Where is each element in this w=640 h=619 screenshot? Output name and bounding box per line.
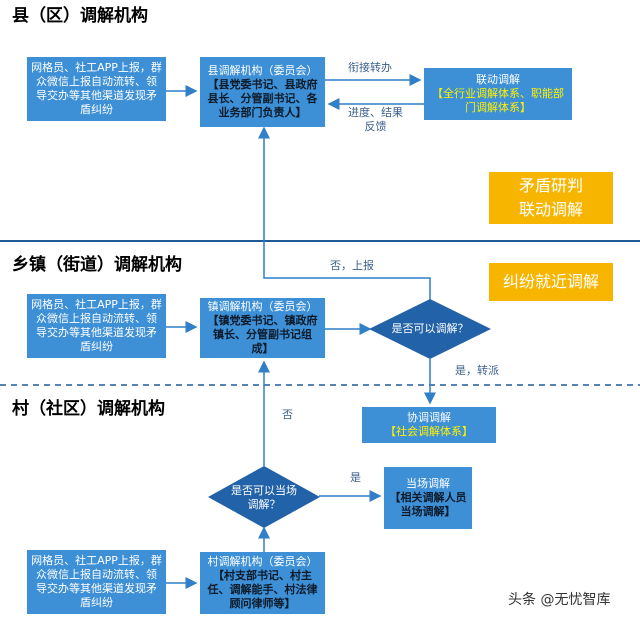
transfer-label: 衔接转办 bbox=[348, 61, 392, 74]
onsite-mediation-title: 当场调解 bbox=[406, 477, 450, 490]
analysis-badge-line: 矛盾研判 bbox=[518, 176, 583, 195]
village-source-line: 盾纠纷 bbox=[80, 596, 113, 609]
nearby-mediation-badge: 纠纷就近调解 bbox=[489, 263, 613, 301]
coordination-mediation-box[interactable]: 协调调解 【社会调解体系】 bbox=[362, 407, 496, 443]
village-source-box[interactable]: 网格员、社工APP上报，群 众微信上报自动流转、领 导交办等其他渠道发现矛 盾纠… bbox=[27, 550, 166, 614]
village-no-label: 否 bbox=[282, 408, 293, 421]
town-section-title: 乡镇（街道）调解机构 bbox=[12, 255, 182, 275]
town-source-line: 导交办等其他渠道发现矛 bbox=[36, 326, 157, 339]
town-mediation-member-line: 镇长、分管副书记组 bbox=[213, 328, 312, 341]
town-escalate-arrow bbox=[258, 126, 431, 300]
county-mediation-member-line: 【县党委书记、县政府 bbox=[207, 78, 318, 91]
village-section-title: 村（社区）调解机构 bbox=[12, 399, 165, 419]
town-mediation-title: 镇调解机构（委员会） bbox=[207, 300, 318, 313]
analysis-badge-line: 联动调解 bbox=[518, 200, 583, 219]
county-mediation-member-line: 县长、分管副书记、各 bbox=[207, 92, 318, 105]
village-source-line: 网格员、社工APP上报，群 bbox=[31, 554, 162, 567]
town-source-line: 盾纠纷 bbox=[80, 340, 113, 353]
village-mediation-box[interactable]: 村调解机构（委员会） 【村支部书记、村主 任、调解能手、村法律 顾问律师等】 bbox=[200, 552, 325, 614]
village-source-line: 导交办等其他渠道发现矛 bbox=[36, 582, 157, 595]
village-yes-label: 是 bbox=[350, 471, 361, 484]
village-decision-line: 调解？ bbox=[247, 498, 281, 511]
county-source-box[interactable]: 网格员、社工APP上报，群 众微信上报自动流转、领 导交办等其他渠道发现矛 盾纠… bbox=[27, 57, 166, 121]
town-source-box[interactable]: 网格员、社工APP上报，群 众微信上报自动流转、领 导交办等其他渠道发现矛 盾纠… bbox=[27, 294, 166, 358]
coordination-mediation-title: 协调调解 bbox=[407, 411, 451, 424]
joint-mediation-detail-line: 门调解体系】 bbox=[465, 101, 531, 114]
onsite-mediation-box[interactable]: 当场调解 【相关调解人员 当场调解】 bbox=[384, 467, 472, 529]
analysis-badge: 矛盾研判 联动调解 bbox=[489, 172, 613, 224]
town-source-line: 网格员、社工APP上报，群 bbox=[31, 298, 162, 311]
county-mediation-box[interactable]: 县调解机构（委员会） 【县党委书记、县政府 县长、分管副书记、各 业务部门负责人… bbox=[200, 57, 325, 127]
county-source-line: 众微信上报自动流转、领 bbox=[36, 75, 157, 88]
village-mediation-member-line: 任、调解能手、村法律 bbox=[207, 583, 318, 596]
joint-mediation-title: 联动调解 bbox=[476, 73, 520, 86]
assign-label: 是，转派 bbox=[455, 364, 499, 377]
coordination-mediation-detail: 【社会调解体系】 bbox=[385, 425, 473, 438]
village-mediation-member-line: 顾问律师等】 bbox=[229, 597, 296, 610]
joint-mediation-box[interactable]: 联动调解 【全行业调解体系、职能部 门调解体系】 bbox=[424, 68, 572, 120]
feedback-label-line: 进度、结果 bbox=[348, 106, 403, 119]
county-source-line: 导交办等其他渠道发现矛 bbox=[36, 89, 157, 102]
town-mediation-member-line: 【镇党委书记、镇政府 bbox=[207, 314, 318, 327]
town-source-line: 众微信上报自动流转、领 bbox=[36, 312, 157, 325]
county-source-line: 盾纠纷 bbox=[80, 103, 113, 116]
county-source-line: 网格员、社工APP上报，群 bbox=[31, 61, 162, 74]
village-mediation-title: 村调解机构（委员会） bbox=[207, 555, 318, 568]
onsite-mediation-detail-line: 当场调解】 bbox=[400, 505, 456, 518]
town-mediation-box[interactable]: 镇调解机构（委员会） 【镇党委书记、镇政府 镇长、分管副书记组 成】 bbox=[200, 298, 325, 358]
county-mediation-member-line: 业务部门负责人】 bbox=[218, 106, 307, 119]
escalate-label: 否，上报 bbox=[330, 259, 374, 272]
village-mediation-member-line: 【村支部书记、村主 bbox=[213, 569, 312, 582]
feedback-label: 进度、结果 反馈 bbox=[348, 106, 403, 134]
town-decision-diamond bbox=[369, 299, 491, 359]
onsite-mediation-detail-line: 【相关调解人员 bbox=[389, 491, 467, 504]
town-mediation-member-line: 成】 bbox=[251, 342, 274, 355]
watermark: 头条 @无忧智库 bbox=[508, 592, 611, 608]
county-mediation-title: 县调解机构（委员会） bbox=[207, 64, 318, 77]
village-source-line: 众微信上报自动流转、领 bbox=[36, 568, 157, 581]
village-decision-diamond bbox=[208, 466, 320, 528]
joint-mediation-detail-line: 【全行业调解体系、职能部 bbox=[432, 87, 564, 100]
village-decision-line: 是否可以当场 bbox=[231, 484, 297, 497]
village-decision-text[interactable]: 是否可以当场 调解？ bbox=[216, 483, 312, 513]
feedback-label-line: 反馈 bbox=[364, 120, 387, 133]
county-section-title: 县（区）调解机构 bbox=[12, 6, 148, 26]
town-decision-text[interactable]: 是否可以调解？ bbox=[391, 322, 469, 335]
